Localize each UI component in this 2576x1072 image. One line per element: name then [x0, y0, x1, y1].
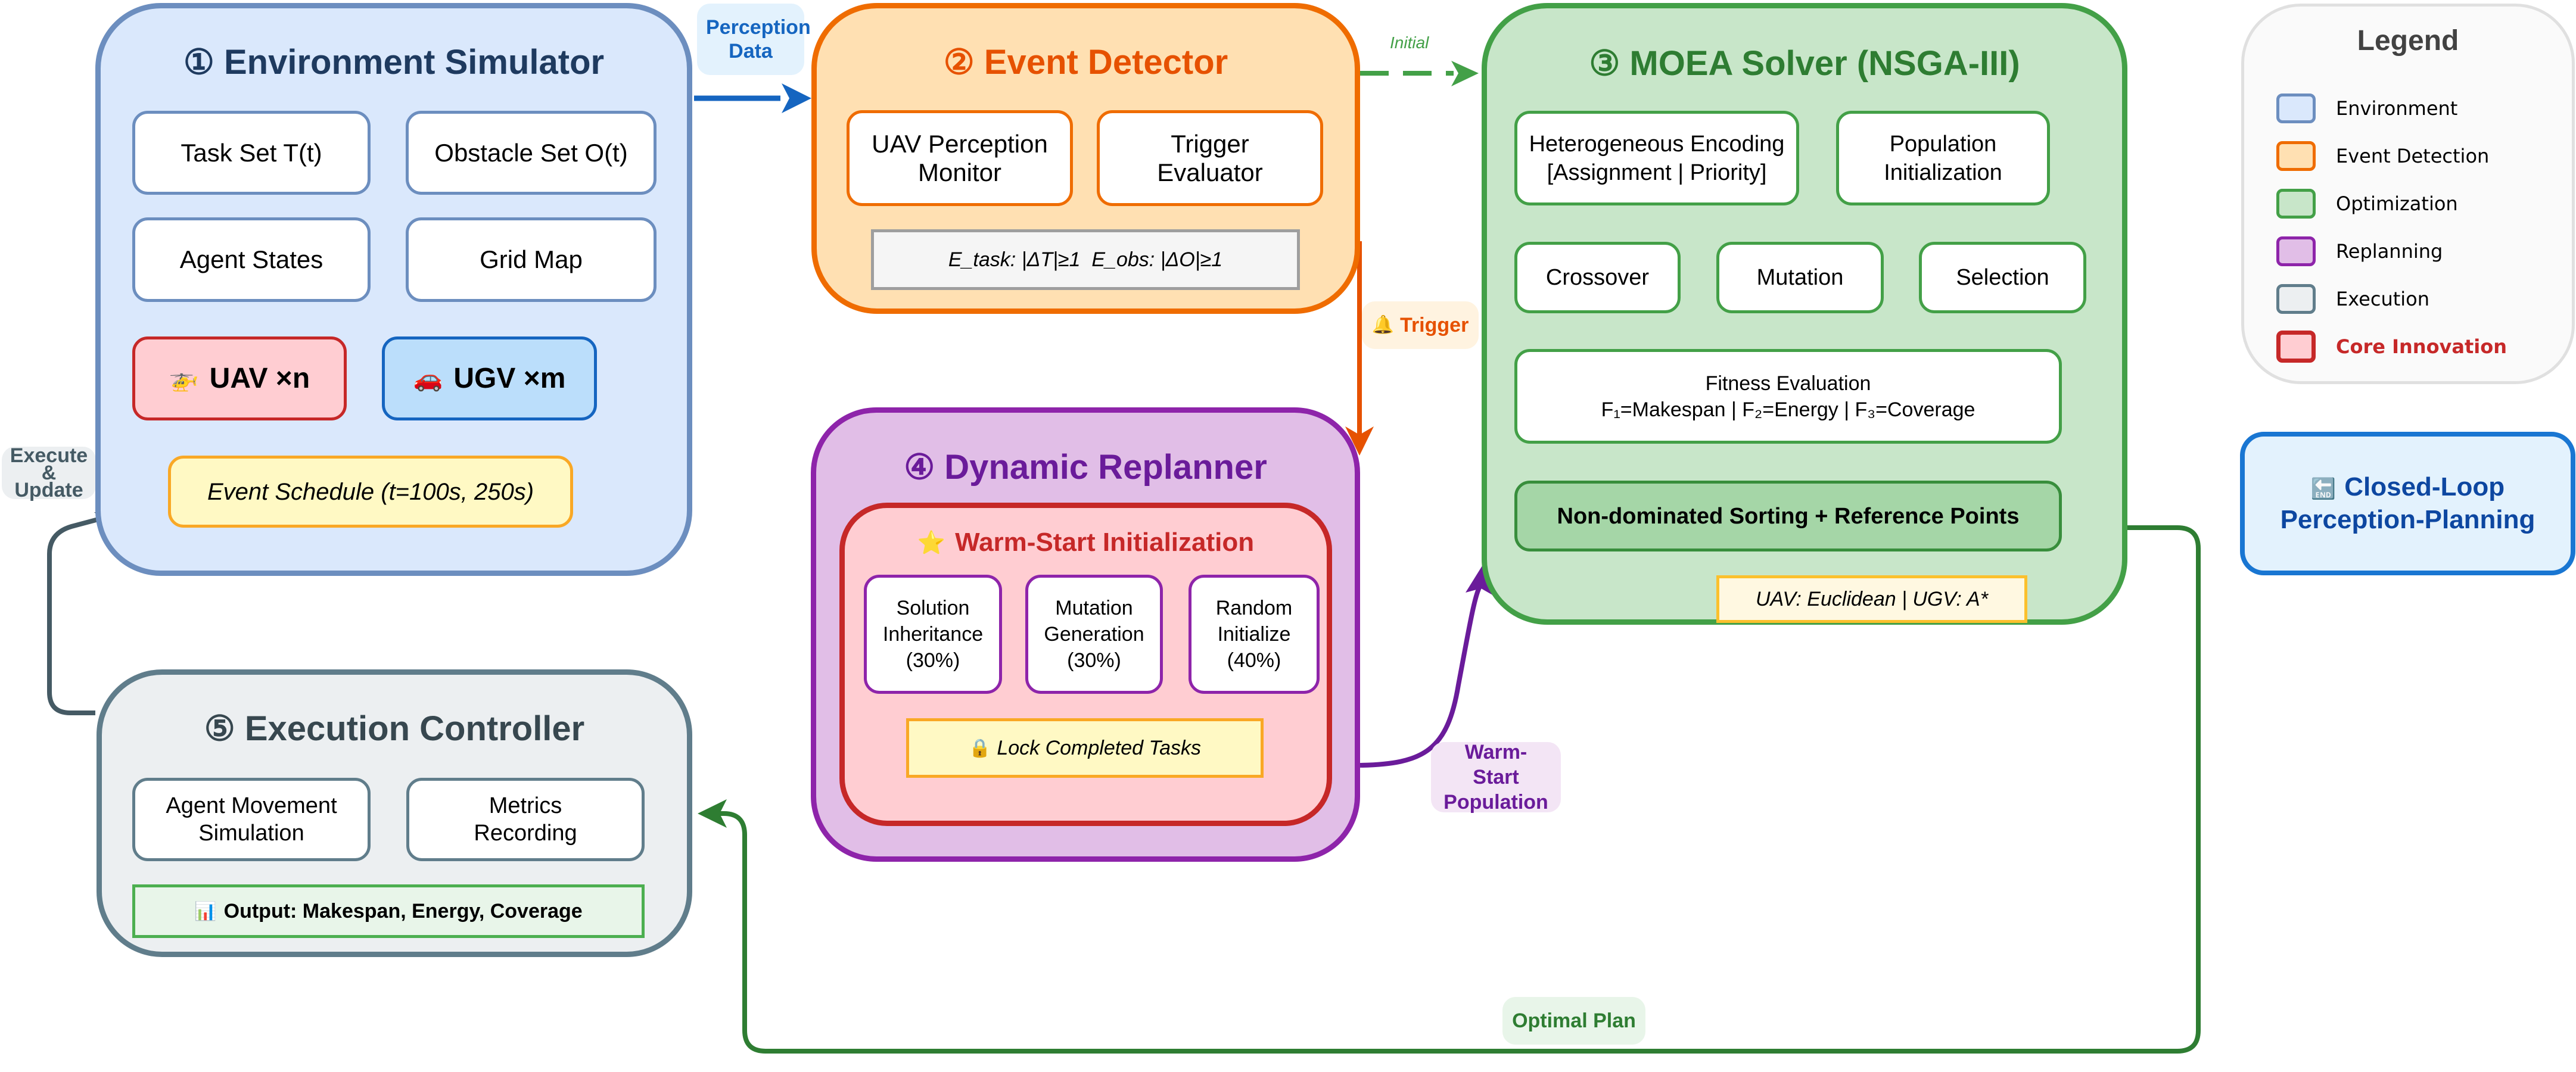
trigger-evaluator-box: Trigger Evaluator	[1097, 110, 1323, 206]
uav-perception-monitor-box: UAV Perception Monitor	[847, 110, 1073, 206]
task-set-box: Task Set T(t)	[132, 111, 371, 195]
warm-start-arrow-line	[1359, 585, 1482, 768]
solution-inheritance-box: Solution Inheritance (30%)	[864, 575, 1002, 694]
optimal-plan-arrow-line	[715, 525, 2201, 1054]
legend-item: Event Detection	[2276, 141, 2489, 171]
legend-title: Legend	[2357, 25, 2459, 57]
heterogeneous-encoding-box: Heterogeneous Encoding [Assignment | Pri…	[1514, 111, 1799, 205]
perception-data-label: Perception Data	[697, 4, 811, 75]
end-arrow-icon: 🔚	[2310, 477, 2337, 501]
event-schedule-box: Event Schedule (t=100s, 250s)	[168, 456, 573, 528]
legend-item: Replanning	[2276, 236, 2443, 266]
lock-completed-tasks-box: 🔒 Lock Completed Tasks	[906, 718, 1264, 778]
optimal-plan-label: Optimal Plan	[1502, 997, 1645, 1045]
mutation-generation-box: Mutation Generation (30%)	[1025, 575, 1163, 694]
fitness-evaluation-box: Fitness Evaluation F₁=Makespan | F₂=Ener…	[1514, 349, 2062, 444]
event-condition-box: E_task: |ΔT|≥1 E_obs: |ΔO|≥1	[871, 229, 1300, 290]
execute-update-label: Execute & Update	[2, 445, 96, 500]
ugv-box: 🚗 UGV ×m	[382, 336, 597, 420]
non-dominated-sorting-box: Non-dominated Sorting + Reference Points	[1514, 481, 2062, 551]
legend-label: Environment	[2336, 97, 2458, 120]
legend-label: Optimization	[2336, 192, 2458, 215]
execution-controller-title: ⑤ Execution Controller	[204, 709, 585, 748]
uav-box: 🚁 UAV ×n	[132, 336, 347, 420]
helicopter-icon: 🚁	[169, 364, 199, 392]
bar-chart-icon: 📊	[194, 900, 217, 922]
grid-map-box: Grid Map	[406, 217, 657, 302]
warm-start-population-label: Warm-Start Population	[1431, 741, 1561, 814]
bell-icon: 🔔	[1371, 314, 1395, 335]
legend-item: Execution	[2276, 284, 2429, 314]
crossover-box: Crossover	[1514, 242, 1681, 313]
legend-swatch	[2276, 236, 2316, 266]
legend-item: Optimization	[2276, 189, 2458, 219]
legend-swatch	[2276, 331, 2316, 363]
warm-start-title: ⭐ Warm-Start Initialization	[917, 528, 1255, 557]
mutation-box: Mutation	[1716, 242, 1884, 313]
legend-label: Execution	[2336, 288, 2430, 310]
trigger-arrowhead	[1345, 426, 1374, 456]
metrics-recording-box: Metrics Recording	[406, 778, 645, 861]
legend-swatch	[2276, 141, 2316, 171]
legend-label: Event Detection	[2336, 145, 2490, 167]
agent-states-box: Agent States	[132, 217, 371, 302]
optimal-plan-arrowhead	[698, 799, 727, 828]
legend-item: Environment	[2276, 94, 2457, 123]
selection-box: Selection	[1919, 242, 2086, 313]
perception-data-arrowhead	[782, 83, 811, 113]
legend-label: Replanning	[2336, 240, 2443, 263]
star-icon: ⭐	[917, 529, 946, 556]
legend-swatch	[2276, 189, 2316, 219]
environment-simulator-title: ① Environment Simulator	[183, 43, 605, 82]
execute-update-arrow-line	[47, 515, 108, 715]
trigger-label: 🔔 Trigger	[1362, 301, 1479, 349]
legend-swatch	[2276, 284, 2316, 314]
distance-metric-box: UAV: Euclidean | UGV: A*	[1716, 575, 2027, 623]
moea-solver-title: ③ MOEA Solver (NSGA-III)	[1589, 44, 2020, 83]
lock-icon: 🔒	[968, 737, 991, 759]
legend-item: Core Innovation	[2276, 331, 2507, 363]
population-initialization-box: Population Initialization	[1836, 111, 2050, 205]
obstacle-set-box: Obstacle Set O(t)	[406, 111, 657, 195]
legend-label: Core Innovation	[2336, 335, 2507, 358]
initial-label: Initial	[1390, 33, 1429, 52]
dynamic-replanner-title: ④ Dynamic Replanner	[904, 448, 1267, 487]
output-metrics-box: 📊 Output: Makespan, Energy, Coverage	[132, 884, 645, 938]
car-icon: 🚗	[413, 364, 443, 392]
warm-start-arrowhead	[1466, 566, 1494, 596]
agent-movement-box: Agent Movement Simulation	[132, 778, 371, 861]
legend-swatch	[2276, 94, 2316, 123]
closed-loop-box: 🔚Closed-Loop Perception-Planning	[2240, 432, 2575, 575]
event-detector-title: ② Event Detector	[943, 43, 1228, 82]
random-initialize-box: Random Initialize (40%)	[1189, 575, 1320, 694]
initial-arrowhead	[1451, 61, 1479, 86]
